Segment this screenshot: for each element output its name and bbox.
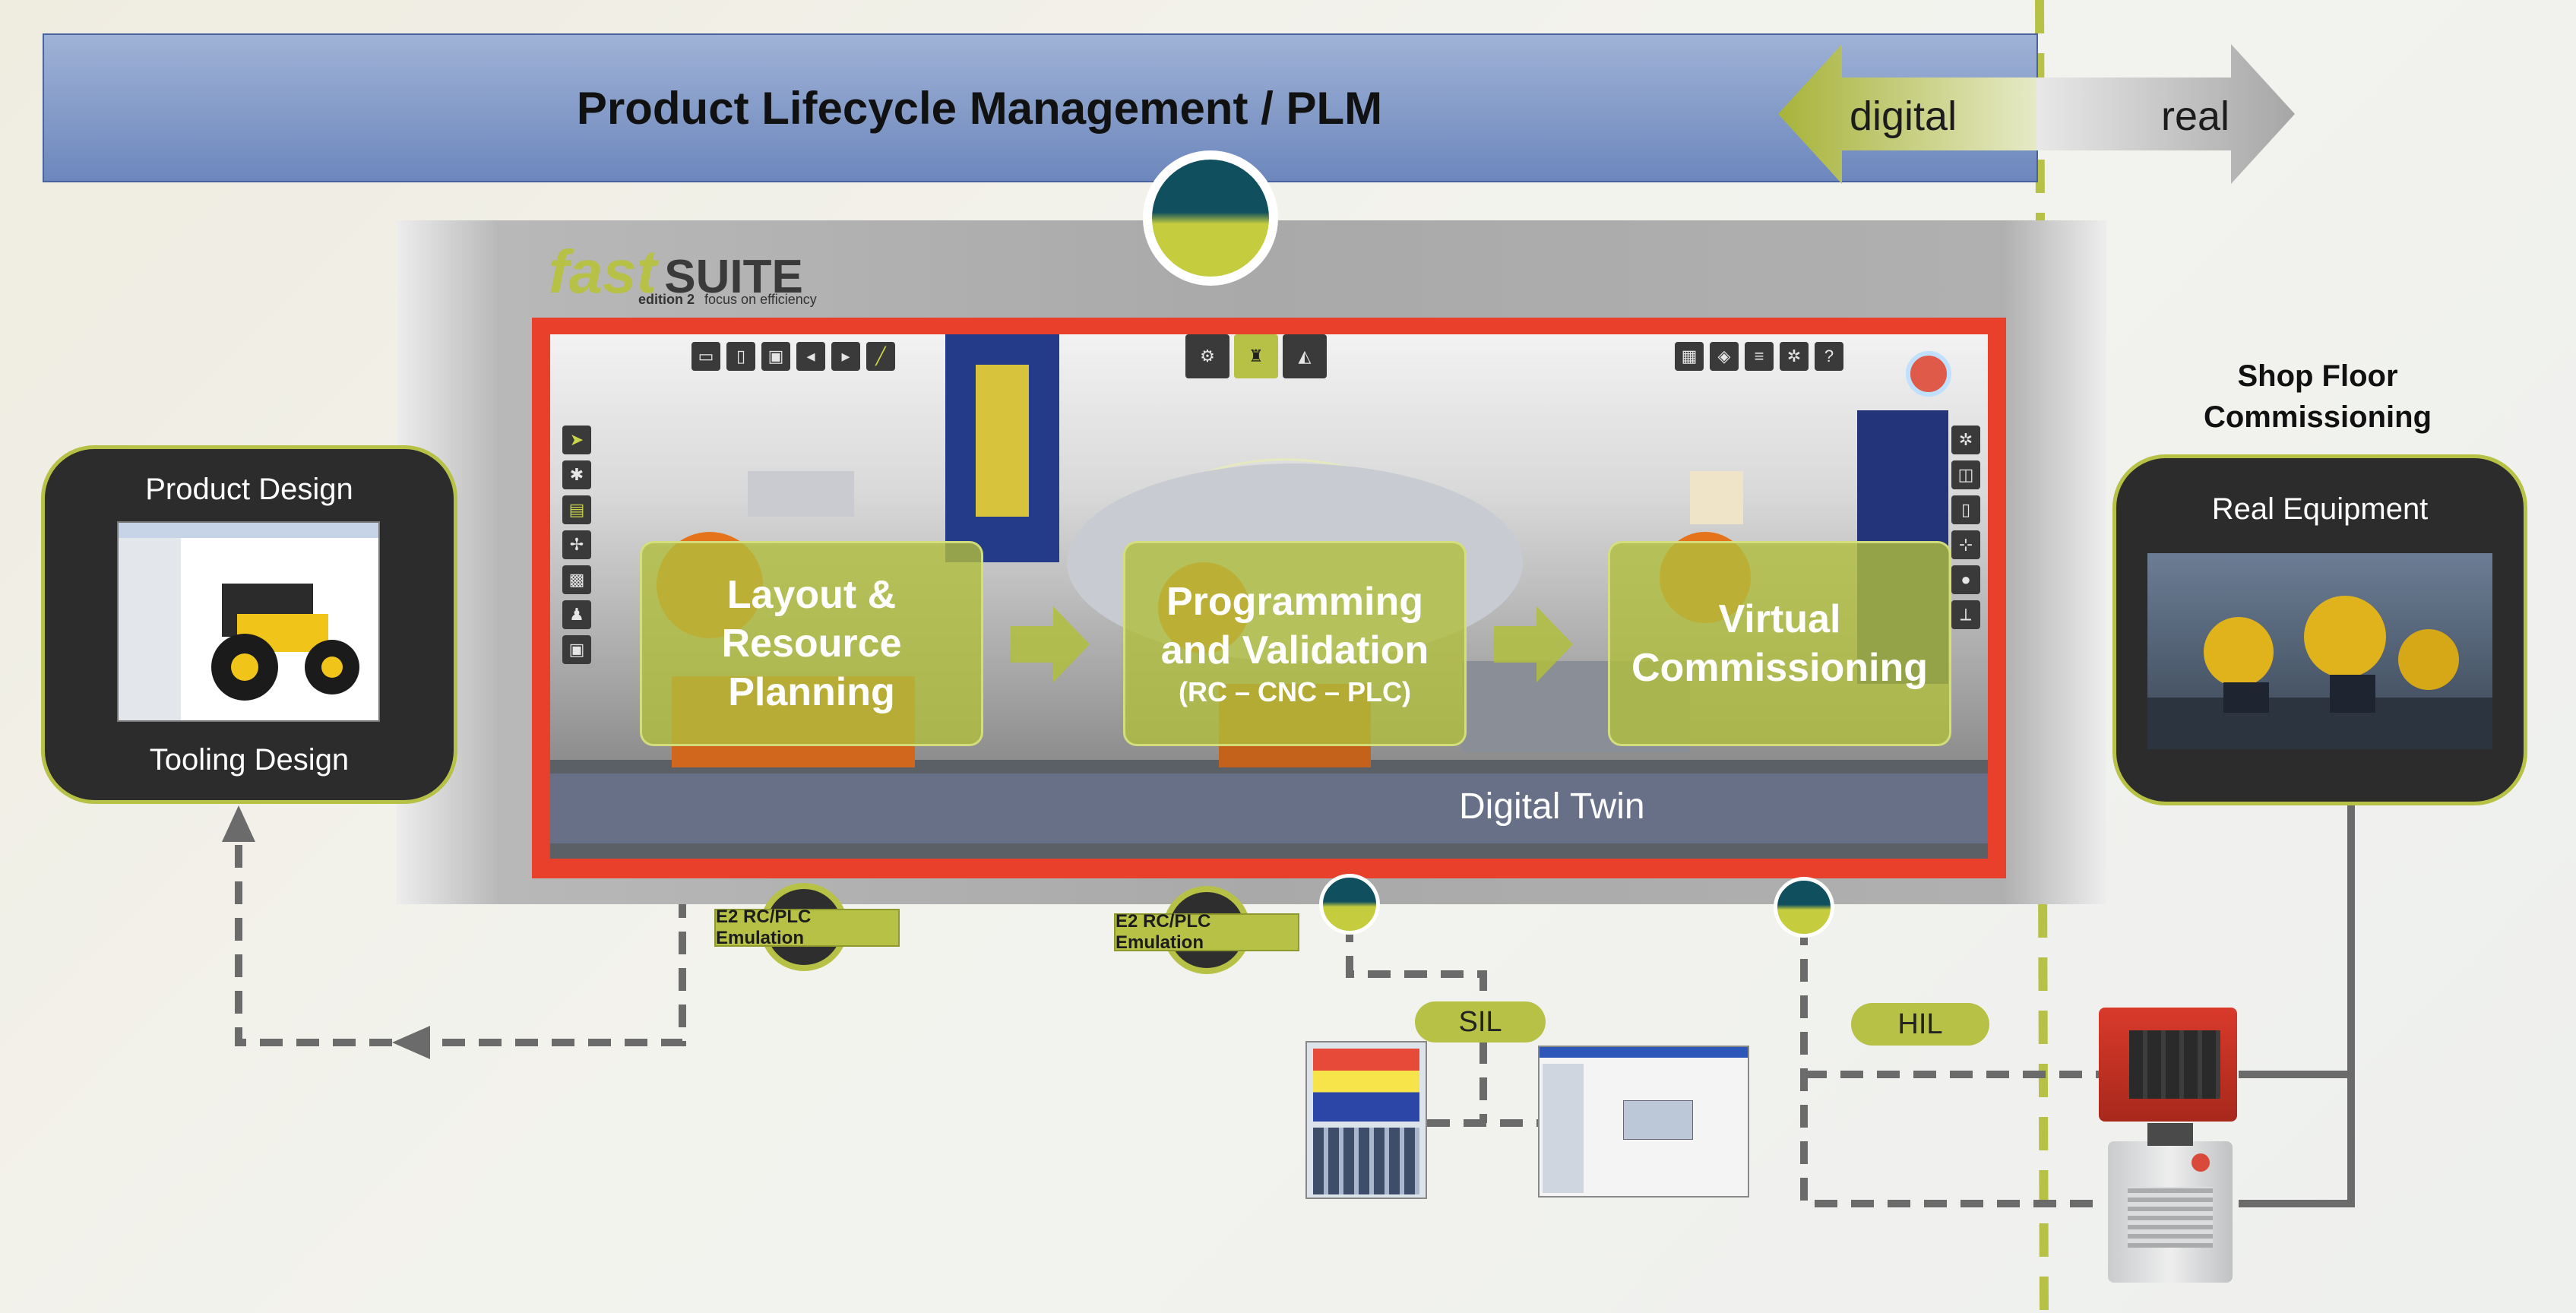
folder-open-icon[interactable]: ▭ <box>691 342 720 371</box>
programming-sub: (RC – CNC – PLC) <box>1178 676 1412 707</box>
sphere-icon[interactable]: ● <box>1951 565 1980 594</box>
real-equipment-line <box>2239 805 2355 1207</box>
plc-hardware-image <box>2099 1008 2237 1122</box>
toolbar-vertical-right: ✲ ◫ ▯ ⊹ ● ⟂ <box>1951 426 1980 629</box>
controller-vent <box>2128 1187 2213 1248</box>
feedback-arrow-up <box>222 805 255 842</box>
logo-fast: fast <box>549 238 657 305</box>
layout-line2: Resource <box>721 622 902 666</box>
toolbar-vertical-left: ➤ ✱ ▤ ✢ ▩ ♟ ▣ <box>562 426 591 664</box>
axis-icon[interactable]: ✢ <box>562 530 591 559</box>
feedback-arrow-left <box>392 1026 430 1059</box>
layout-line1: Layout & <box>726 573 897 617</box>
programming-line1: Programming <box>1166 580 1424 624</box>
virtual-line2: Commissioning <box>1631 646 1929 690</box>
settings-icon[interactable]: ✱ <box>562 460 591 489</box>
globe-sil-icon <box>1319 874 1380 935</box>
emulation-label-1: E2 RC/PLC Emulation <box>714 906 900 948</box>
help-icon[interactable]: ? <box>1815 342 1843 371</box>
gear-small-icon[interactable]: ✲ <box>1951 426 1980 454</box>
axes-icon[interactable]: ⟂ <box>1951 600 1980 629</box>
save-icon[interactable]: ▣ <box>761 342 790 371</box>
feedback-loop-line <box>235 836 686 1046</box>
shop-floor-heading-2: Commissioning <box>2203 400 2432 434</box>
forward-icon[interactable]: ▸ <box>831 342 860 371</box>
hil-pill: HIL <box>1851 1003 1989 1046</box>
plc-software-screenshot <box>1538 1046 1749 1198</box>
page-icon[interactable]: ▯ <box>1951 495 1980 524</box>
toolbar-left: ▭ ▯ ▣ ◂ ▸ ╱ <box>691 342 895 371</box>
digital-arrow <box>1778 44 2036 184</box>
person-icon[interactable]: ♟ <box>562 600 591 629</box>
digital-twin-label: Digital Twin <box>1459 786 1645 827</box>
disk-icon[interactable]: ▣ <box>562 635 591 664</box>
globe-top-icon <box>1143 150 1278 286</box>
document-icon[interactable]: ▯ <box>726 342 755 371</box>
cube-icon[interactable]: ◈ <box>1710 342 1739 371</box>
real-arrow <box>2036 44 2295 184</box>
software-diagram <box>1623 1100 1693 1140</box>
controller-switch <box>2191 1153 2210 1172</box>
robot-cell-image <box>2147 596 2492 749</box>
compass-icon[interactable] <box>1906 351 1951 397</box>
software-sidebar <box>1543 1064 1584 1193</box>
globe-hil-icon <box>1774 877 1834 938</box>
step-arrow-2 <box>1494 606 1573 682</box>
plm-title: Product Lifecycle Management / PLM <box>576 82 1383 134</box>
edition-text: edition 2 <box>638 292 695 307</box>
cad-side-panel <box>119 538 181 720</box>
pendant-keypad <box>1313 1128 1419 1194</box>
toolbar-right: ▦ ◈ ≡ ✲ ? <box>1675 342 1843 371</box>
product-design-box[interactable] <box>41 445 457 804</box>
shop-floor-heading-1: Shop Floor <box>2237 359 2398 393</box>
pendant-screen <box>1313 1049 1419 1122</box>
logo-suite: SUITE <box>664 251 803 303</box>
virtual-line1: Virtual <box>1718 597 1841 641</box>
toolbar-modes: ⚙ ♜ ◭ <box>1185 334 1327 378</box>
tagline-text: focus on efficiency <box>704 292 817 307</box>
programming-line2: and Validation <box>1160 628 1429 672</box>
emulation-label-2: E2 RC/PLC Emulation <box>1114 911 1299 953</box>
product-design-label: Product Design <box>145 473 353 506</box>
real-label: real <box>2161 93 2230 139</box>
step-programming-validation[interactable]: Programming and Validation (RC – CNC – P… <box>1123 541 1467 746</box>
teach-pendant-image <box>1305 1041 1427 1199</box>
tooling-design-label: Tooling Design <box>149 743 350 777</box>
robot-controller-image <box>2108 1123 2233 1283</box>
sil-line <box>1346 919 1487 1123</box>
gear-icon[interactable]: ✲ <box>1780 342 1809 371</box>
step-arrow-1 <box>1011 606 1090 682</box>
digital-twin-band <box>550 774 1988 843</box>
plc-module-slots <box>2129 1030 2220 1099</box>
measure-icon[interactable]: ⊹ <box>1951 530 1980 559</box>
software-titlebar <box>1540 1047 1748 1058</box>
sil-pill: SIL <box>1415 1001 1546 1042</box>
select-icon[interactable]: ➤ <box>562 426 591 454</box>
cad-toolbar <box>119 523 378 538</box>
tractor-image <box>211 584 359 701</box>
controller-top-panel <box>2147 1123 2193 1146</box>
layers-icon[interactable]: ≡ <box>1745 342 1774 371</box>
snap-icon[interactable]: ▤ <box>562 495 591 524</box>
hil-line <box>1800 922 2100 1207</box>
fastsuite-edition: edition 2 focus on efficiency <box>638 292 817 308</box>
cad-screenshot <box>117 521 380 722</box>
back-icon[interactable]: ◂ <box>796 342 825 371</box>
robot-mode-icon[interactable]: ♜ <box>1234 334 1278 378</box>
camera-icon[interactable]: ◫ <box>1951 460 1980 489</box>
grid-icon[interactable]: ▩ <box>562 565 591 594</box>
plm-bar <box>43 33 2038 182</box>
step-virtual-commissioning[interactable]: Virtual Commissioning <box>1608 541 1951 746</box>
validation-mode-icon[interactable]: ◭ <box>1283 334 1327 378</box>
planning-mode-icon[interactable]: ⚙ <box>1185 334 1229 378</box>
real-equipment-label: Real Equipment <box>2211 492 2429 526</box>
ruler-icon[interactable]: ╱ <box>866 342 895 371</box>
layout-icon[interactable]: ▦ <box>1675 342 1704 371</box>
digital-label: digital <box>1850 93 1957 139</box>
step-layout-planning[interactable]: Layout & Resource Planning <box>640 541 983 746</box>
layout-line3: Planning <box>728 670 895 714</box>
factory-photo <box>2147 553 2492 749</box>
